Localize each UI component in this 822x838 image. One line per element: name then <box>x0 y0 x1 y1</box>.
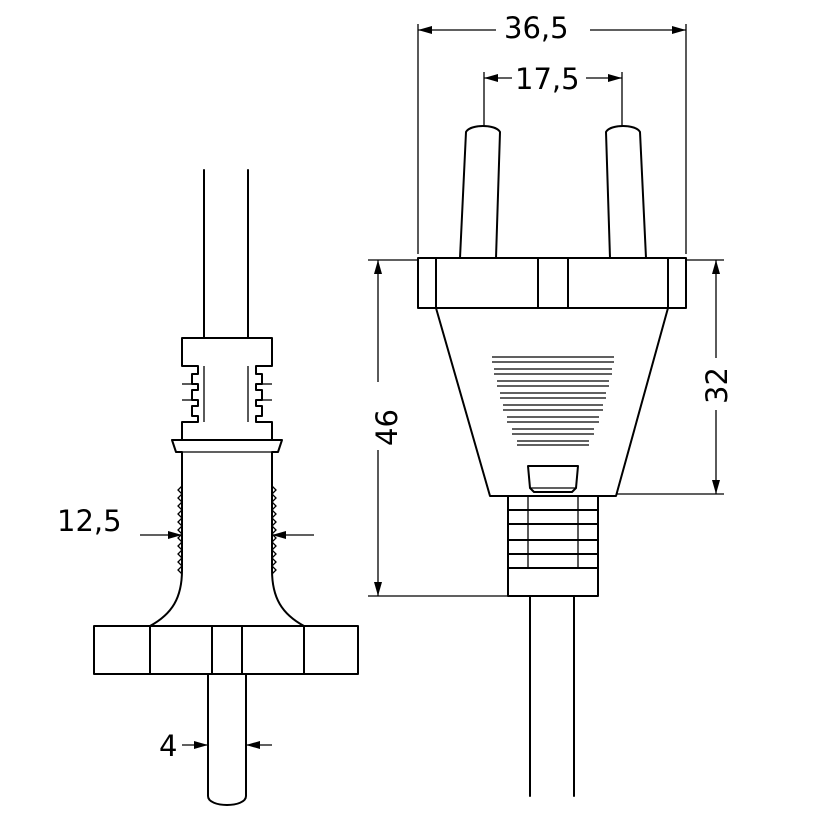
dimension-label-body-width: 12,5 <box>57 504 122 538</box>
side-view-cable <box>203 169 249 339</box>
dimension-label-pin-spacing: 17,5 <box>515 62 580 96</box>
front-view-body <box>435 307 669 497</box>
front-view-grip-ribs <box>492 356 614 446</box>
front-view-strain-relief <box>507 495 599 597</box>
side-view-pin <box>207 673 247 806</box>
front-view: 36,5 17,5 46 <box>368 11 734 797</box>
dimension-pin-spacing: 17,5 <box>483 62 623 126</box>
side-view: 12,5 4 <box>57 169 359 806</box>
side-view-strain-relief <box>181 337 273 441</box>
front-view-pins <box>459 125 647 259</box>
dimension-body-height: 32 <box>616 259 734 495</box>
dimension-overall-width: 36,5 <box>417 11 687 254</box>
dimension-pin-diameter: 4 <box>159 729 272 763</box>
front-view-cable <box>529 595 575 797</box>
dimension-label-overall-width: 36,5 <box>504 11 569 45</box>
dimension-overall-height: 46 <box>368 259 508 597</box>
dimension-label-body-height: 32 <box>700 367 734 404</box>
dimension-body-width: 12,5 <box>57 504 314 539</box>
dimension-label-pin-diameter: 4 <box>159 729 177 763</box>
side-view-flange <box>93 625 359 675</box>
front-view-flange <box>417 257 687 309</box>
dimension-label-overall-height: 46 <box>370 409 404 446</box>
